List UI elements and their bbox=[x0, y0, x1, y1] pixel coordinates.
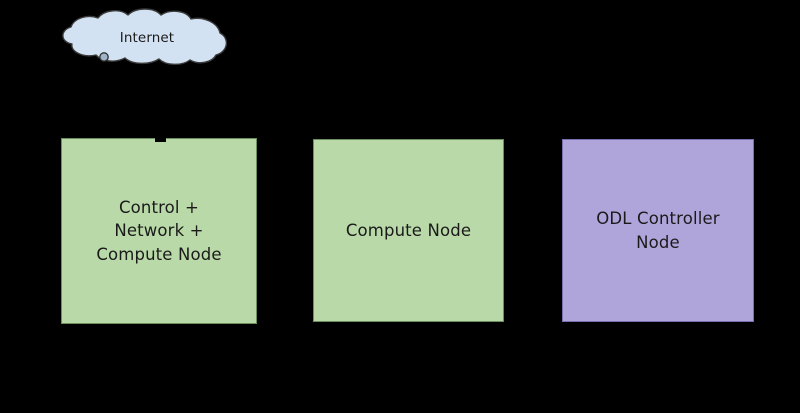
cloud-icon bbox=[62, 8, 227, 66]
internet-cloud[interactable]: Internet bbox=[58, 8, 230, 68]
node-label: ODL Controller Node bbox=[596, 209, 720, 252]
node-compute[interactable]: Compute Node bbox=[313, 139, 504, 322]
node-label: Control + Network + Compute Node bbox=[96, 197, 222, 264]
node-top-connector-tab bbox=[155, 133, 166, 142]
node-control-network-compute[interactable]: Control + Network + Compute Node bbox=[61, 138, 257, 324]
node-label: Compute Node bbox=[345, 220, 472, 240]
node-odl-controller[interactable]: ODL Controller Node bbox=[562, 139, 754, 322]
